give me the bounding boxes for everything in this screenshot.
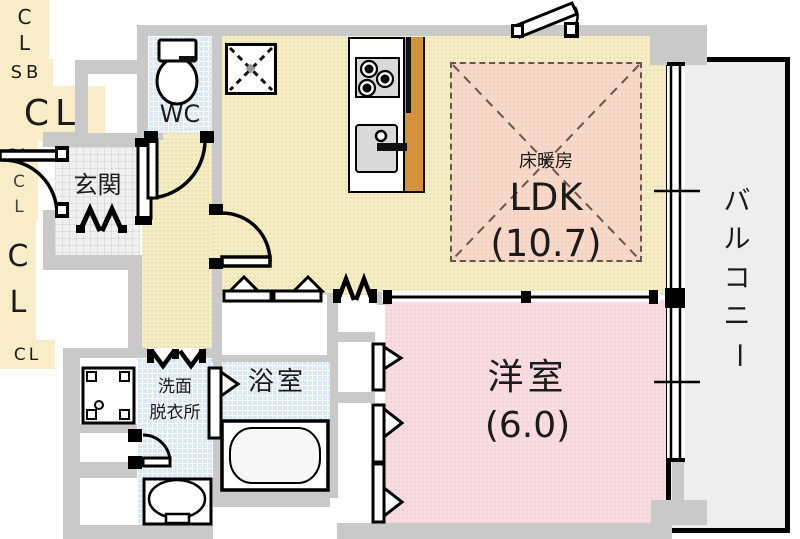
- closet-mid-char1: C: [13, 172, 25, 193]
- stove-burners-icon: [357, 59, 395, 98]
- sink-faucet-icon: [371, 129, 407, 151]
- balcony-windows-icon: [654, 62, 700, 462]
- wall-closet-left: [75, 74, 88, 140]
- wall-bath-east: [330, 342, 338, 498]
- mid-closet-door-icon: [371, 342, 404, 392]
- wall-hallcloset-east: [327, 293, 338, 362]
- wall-top-right-block: [650, 25, 707, 65]
- closet-hall-label: CL: [23, 93, 82, 134]
- wall-washroom-south: [63, 525, 213, 539]
- balcony-char-2: ル: [723, 224, 751, 256]
- sliding-door-icon: [382, 290, 660, 304]
- wall-hall-east-a: [212, 36, 222, 213]
- western-room-size-label: (6.0): [484, 405, 571, 446]
- wall-washroom-west: [63, 348, 80, 539]
- ldk-label: LDK: [509, 176, 583, 219]
- wall-hallcloset-south: [213, 355, 338, 362]
- meter-box-x-icon: [228, 46, 274, 92]
- floor-heating-label: 床暖房: [519, 151, 573, 172]
- wall-hall-west-low: [128, 255, 142, 358]
- wall-entrance-step: [43, 132, 88, 147]
- wall-window-gap-low: [672, 461, 684, 505]
- balcony-label: バ ル コ ニ ー: [712, 183, 762, 375]
- wall-washroom-north-a: [80, 348, 148, 358]
- wall-top: [137, 25, 660, 36]
- wc-door-icon: [144, 131, 214, 200]
- balcony-char-5: ー: [722, 341, 754, 369]
- wall-closet-bottom: [88, 133, 142, 147]
- wall-hall-east-b: [212, 258, 222, 293]
- entrance-floor: [55, 147, 140, 255]
- entrance-door-icon: [0, 146, 69, 218]
- closet-washer: CL: [0, 340, 55, 369]
- washroom-label-line1: 洗面: [158, 377, 192, 397]
- closet-bedroom-char2: L: [9, 285, 27, 320]
- western-room-label: 洋室: [487, 357, 568, 398]
- washer-closet-door-icon: [128, 429, 172, 469]
- bathroom-door-icon: [207, 366, 241, 440]
- closet-top-left: C L: [0, 0, 49, 59]
- ldk-door-icon: [209, 204, 272, 269]
- wall-shoebox-bottom: [43, 255, 130, 270]
- closet-bedroom: C L: [0, 220, 36, 340]
- closet-washer-label: CL: [13, 344, 42, 365]
- wall-room-south: [385, 523, 672, 539]
- hall-closet-doors-icon: [222, 274, 326, 303]
- toilet-icon: [155, 38, 199, 106]
- bathtub-icon: [220, 419, 330, 492]
- closet-mid: C L: [0, 170, 38, 220]
- small-closet-bifold-icon: [333, 272, 377, 303]
- wall-washer-closet-gap: [80, 424, 137, 433]
- washroom-label: 洗面 脱衣所: [137, 374, 213, 427]
- closet-top-left-char1: C: [17, 4, 32, 29]
- kitchen-partition: [406, 37, 411, 113]
- closet-bedroom-char1: C: [7, 238, 29, 274]
- closet-mid-char2: L: [14, 197, 24, 217]
- wall-closet-top: [75, 60, 148, 74]
- washroom-label-line2: 脱衣所: [149, 403, 201, 424]
- ldk-size-label: (10.7): [490, 222, 602, 265]
- balcony-char-3: コ: [723, 262, 751, 294]
- bathroom-label: 浴室: [247, 367, 306, 397]
- top-window-icon: [511, 1, 580, 39]
- wall-entrance-left-low: [43, 210, 55, 255]
- wall-washroom-north-b: [203, 348, 213, 358]
- entrance-label: 玄関: [73, 171, 122, 199]
- shoe-box: SB: [0, 59, 53, 86]
- washroom-bifold-icon: [147, 349, 206, 370]
- shoe-box-label: SB: [10, 62, 43, 83]
- closet-top-left-char2: L: [18, 30, 31, 55]
- wall-bath-south: [213, 490, 330, 507]
- bedroom-closet-doors-icon: [371, 403, 405, 524]
- washing-machine-icon: [81, 366, 136, 425]
- balcony-char-4: ニ: [723, 300, 751, 332]
- wall-wc-west: [137, 36, 148, 137]
- wall-clcol-gap2: [330, 392, 375, 403]
- balcony-char-1: バ: [723, 186, 751, 217]
- shoebox-bifold-icon: [76, 202, 127, 233]
- wall-washer-closet-bottom: [80, 462, 137, 478]
- wall-hallcloset-west: [212, 293, 222, 362]
- western-room-floor: [385, 300, 670, 523]
- balcony-floor: [666, 57, 790, 533]
- wash-basin-icon: [142, 477, 213, 526]
- wall-clcol-gap1: [330, 332, 375, 342]
- wall-clcol-south: [337, 523, 385, 539]
- wc-label: WC: [159, 100, 201, 128]
- floor-heating-x: [452, 64, 640, 260]
